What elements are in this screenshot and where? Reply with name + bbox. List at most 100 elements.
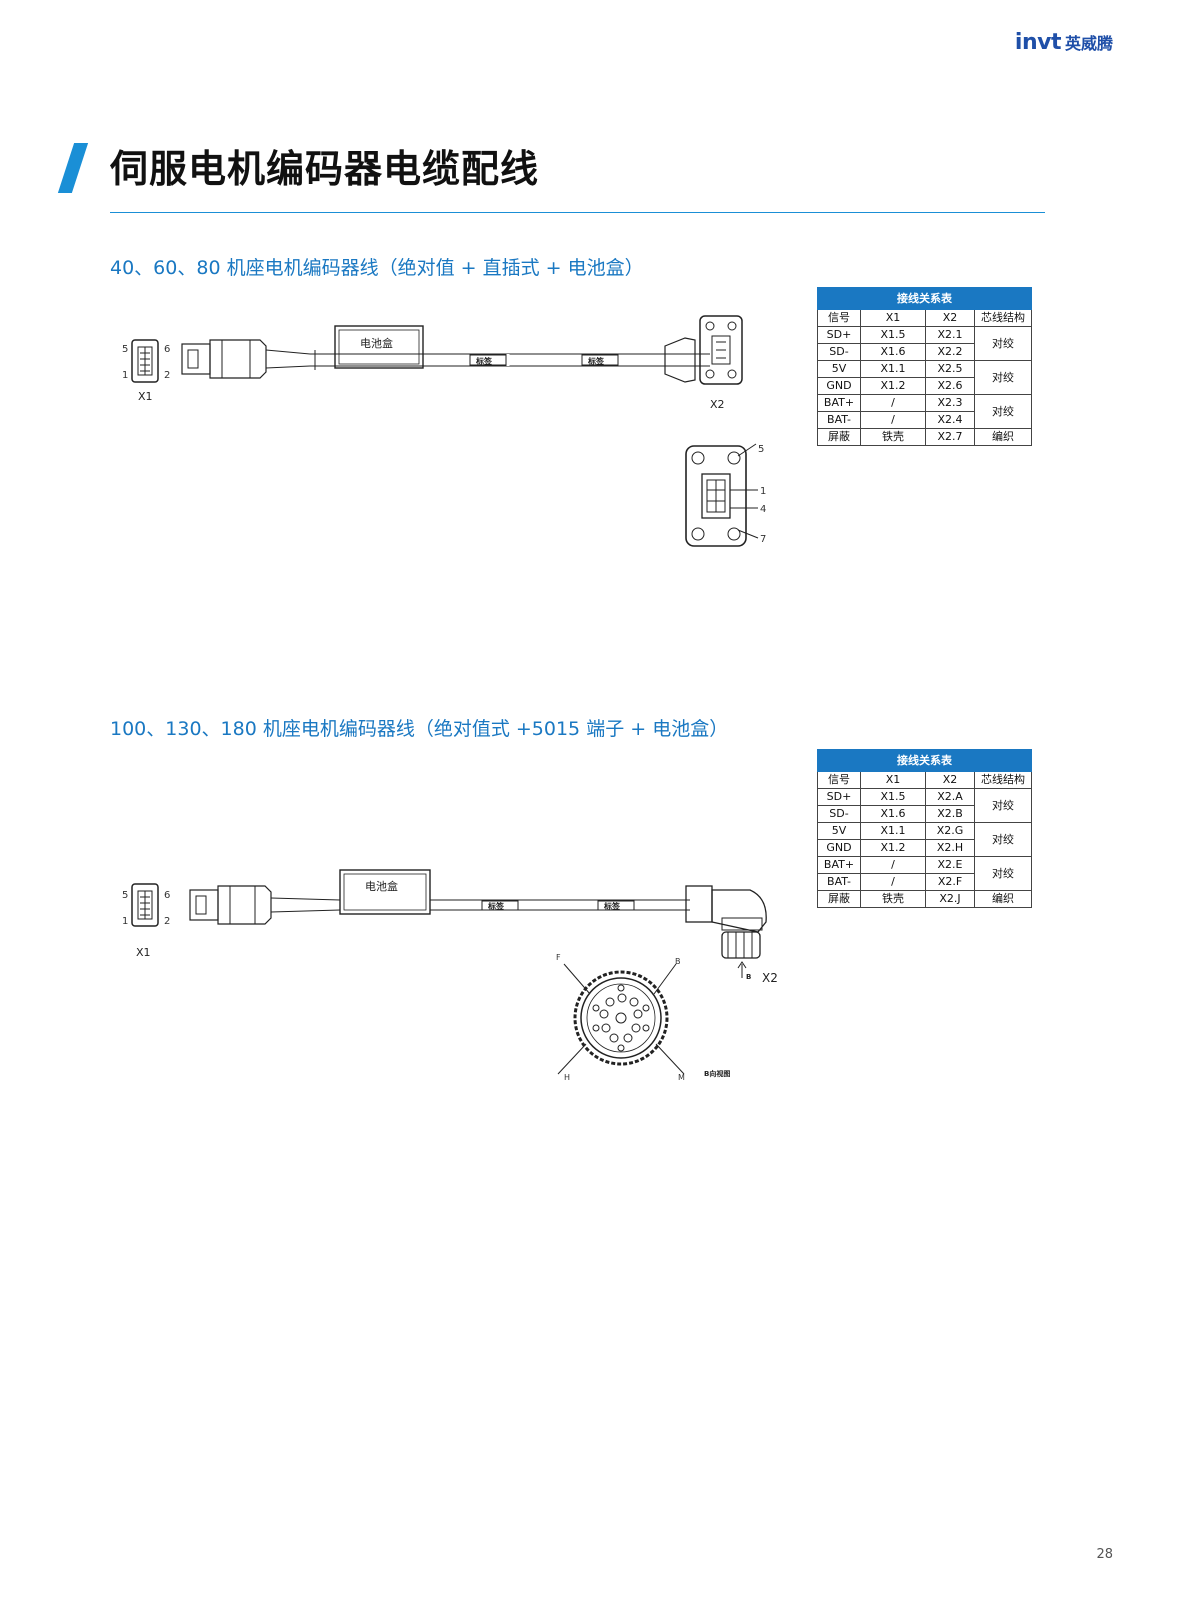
x2-pin-7: 7	[760, 534, 766, 545]
x2-cell: X2.3	[925, 394, 975, 412]
signal-cell: SD+	[817, 788, 861, 806]
signal-cell: GND	[817, 839, 861, 857]
x1-connector-face	[131, 883, 159, 927]
structure-cell: 对绞	[974, 856, 1032, 891]
cable-tag-2	[581, 354, 619, 366]
battery-box	[334, 325, 424, 369]
face-letter-f: F	[556, 953, 561, 962]
cable-tag-2	[597, 900, 635, 911]
signal-cell: GND	[817, 377, 861, 395]
x1-cell: 铁壳	[860, 890, 926, 908]
signal-cell: 5V	[817, 822, 861, 840]
x2-connector	[664, 315, 743, 385]
structure-cell: 对绞	[974, 822, 1032, 857]
x1-pin-5: 5	[122, 890, 128, 901]
structure-cell: 编织	[974, 890, 1032, 908]
x1-cell: X1.2	[860, 839, 926, 857]
table-row: 5V X1.1 X2.5 对绞	[817, 360, 1032, 395]
table-header: X2	[925, 771, 975, 789]
x1-connector-face	[131, 339, 159, 383]
signal-cell: 屏蔽	[817, 890, 861, 908]
signal-cell: BAT-	[817, 411, 861, 429]
x2-cell: X2.H	[925, 839, 975, 857]
signal-cell: SD-	[817, 343, 861, 361]
battery-box	[339, 869, 431, 915]
brand-logo: invt 英威腾	[1015, 30, 1113, 55]
table-row: SD+ X1.5 X2.1 对绞	[817, 326, 1032, 361]
battery-box-label: 电池盒	[360, 336, 393, 350]
section-1-title: 40、60、80 机座电机编码器线（绝对值 + 直插式 + 电池盒）	[110, 257, 644, 279]
x2-view-arrow-label: B	[746, 973, 751, 981]
x1-cell: /	[860, 873, 926, 891]
x1-plug	[181, 339, 311, 379]
x2-cell: X2.B	[925, 805, 975, 823]
x1-cell: X1.2	[860, 377, 926, 395]
x1-cell: X1.1	[860, 822, 926, 840]
signal-cell: BAT-	[817, 873, 861, 891]
x1-cell: 铁壳	[860, 428, 926, 446]
x2-pin-face-diagram: 5 1 4 7	[685, 443, 766, 547]
x1-cell: X1.6	[860, 805, 926, 823]
signal-cell: SD-	[817, 805, 861, 823]
cable-tag-1	[481, 900, 519, 911]
structure-cell: 对绞	[974, 394, 1032, 429]
x1-cell: X1.6	[860, 343, 926, 361]
logo-mark: invt	[1014, 30, 1062, 55]
x2-5015-pin-face-diagram: F B H M B向视图	[556, 953, 730, 1082]
wiring-table-1: 接线关系表 信号 X1 X2 芯线结构 SD+ X1.5 X2.1 对绞 SD-…	[817, 287, 1032, 446]
logo-name: 英威腾	[1064, 34, 1113, 53]
x2-label: X2	[710, 398, 725, 411]
table-header: 信号	[817, 771, 861, 789]
x2-cell: X2.A	[925, 788, 975, 806]
x1-cell: X1.5	[860, 326, 926, 344]
signal-cell: 屏蔽	[817, 428, 861, 446]
structure-cell: 对绞	[974, 326, 1032, 361]
x2-cell: X2.1	[925, 326, 975, 344]
page-number: 28	[1096, 1547, 1113, 1562]
signal-cell: 5V	[817, 360, 861, 378]
x1-pin-6: 6	[164, 890, 170, 901]
wiring-table-2-caption: 接线关系表	[817, 749, 1032, 772]
cable-tag-1	[469, 354, 507, 366]
x1-pin-1: 1	[122, 370, 128, 381]
table-header: 信号	[817, 309, 861, 327]
table-header: X1	[860, 771, 926, 789]
cable-diagram-2: 5 6 1 2 X1 电池盒 标签 标签 B X2	[122, 869, 778, 985]
table-header: 芯线结构	[974, 771, 1032, 789]
table-row: SD+ X1.5 X2.A 对绞	[817, 788, 1032, 823]
cable-diagram-1: 5 6 1 2 X1 电池盒 标签 标签 X2	[122, 315, 743, 411]
wiring-table-1-caption: 接线关系表	[817, 287, 1032, 310]
cable-tag-2-label: 标签	[603, 901, 621, 911]
page-title: 伺服电机编码器电缆配线	[110, 147, 540, 191]
x2-pin-4: 4	[760, 504, 766, 515]
x1-cell: X1.1	[860, 360, 926, 378]
table-header: X2	[925, 309, 975, 327]
wiring-table-2: 接线关系表 信号 X1 X2 芯线结构 SD+ X1.5 X2.A 对绞 SD-…	[817, 749, 1032, 908]
x2-connector-5015	[685, 885, 767, 978]
x1-cell: /	[860, 394, 926, 412]
title-divider	[110, 212, 1045, 213]
x1-cell: /	[860, 856, 926, 874]
structure-cell: 对绞	[974, 788, 1032, 823]
x1-label: X1	[136, 946, 151, 959]
x1-pin-6: 6	[164, 344, 170, 355]
x2-cell: X2.G	[925, 822, 975, 840]
x2-cell: X2.5	[925, 360, 975, 378]
x1-pin-2: 2	[164, 916, 170, 927]
x2-cell: X2.6	[925, 377, 975, 395]
signal-cell: BAT+	[817, 394, 861, 412]
table-header: 芯线结构	[974, 309, 1032, 327]
x1-cell: X1.5	[860, 788, 926, 806]
x2-label: X2	[762, 971, 778, 985]
table-row: 屏蔽 铁壳 X2.7 编织	[817, 428, 1032, 446]
x1-cell: /	[860, 411, 926, 429]
x1-plug	[189, 885, 341, 925]
face-letter-h: H	[564, 1073, 570, 1082]
view-label: B向视图	[704, 1069, 730, 1078]
x2-pin-1: 1	[760, 486, 766, 497]
structure-cell: 对绞	[974, 360, 1032, 395]
x2-cell: X2.J	[925, 890, 975, 908]
x1-pin-5: 5	[122, 344, 128, 355]
signal-cell: BAT+	[817, 856, 861, 874]
table-header: X1	[860, 309, 926, 327]
